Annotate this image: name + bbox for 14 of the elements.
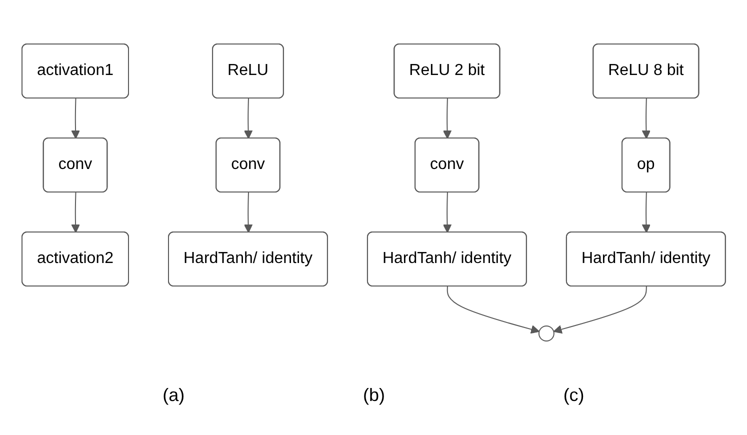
node-circle [538,326,554,342]
arrow [642,98,650,139]
panel-label: (a) [162,385,185,406]
arrow [70,192,80,233]
arrow [442,98,452,139]
arrow [553,286,647,334]
arrow [70,98,80,139]
arrow [244,192,252,233]
panel-label: (b) [362,385,385,406]
arrow [442,192,452,233]
arrow [244,98,252,139]
arrow [642,192,650,233]
panel-label: (c) [563,385,584,406]
arrow [446,286,540,334]
